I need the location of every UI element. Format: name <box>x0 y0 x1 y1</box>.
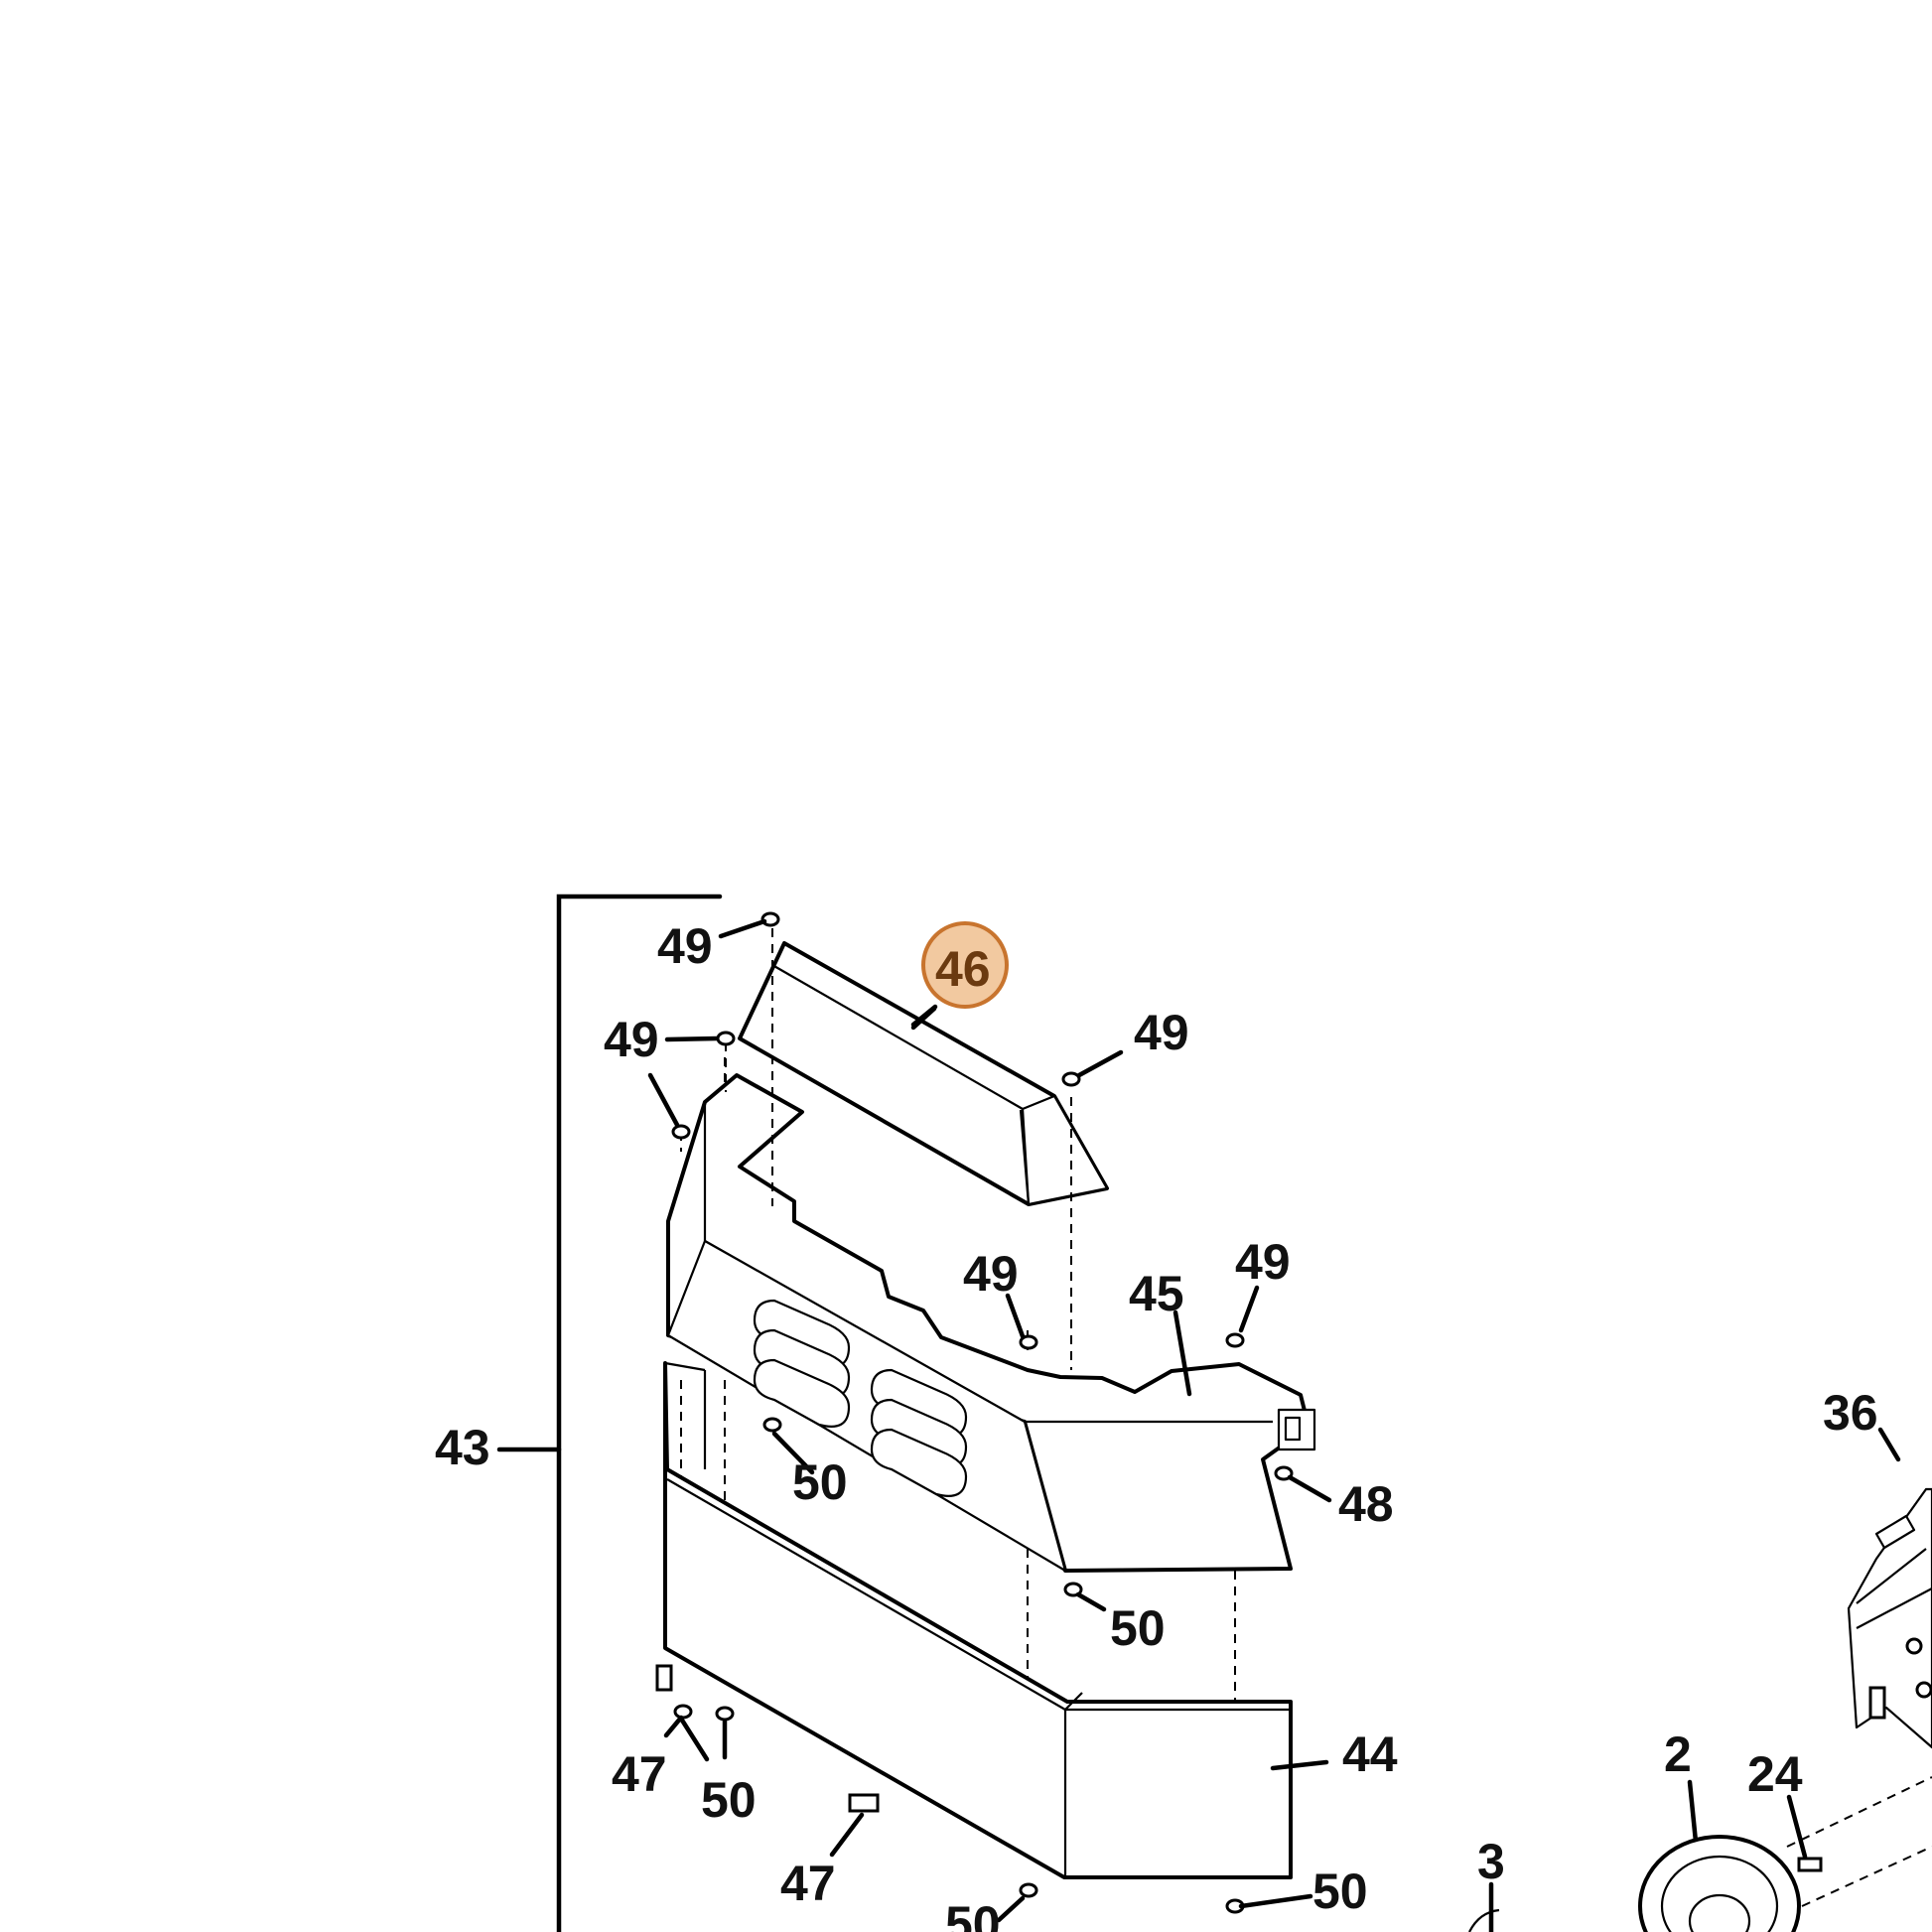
callout-50: 50 <box>1312 1863 1368 1919</box>
fasteners <box>655 911 1294 1914</box>
part-45-main-cover <box>666 1073 1316 1573</box>
callout-45: 45 <box>1129 1266 1184 1321</box>
callout-50: 50 <box>701 1772 757 1828</box>
callout-49: 49 <box>963 1246 1019 1302</box>
callout-24: 24 <box>1747 1746 1803 1802</box>
callout-50: 50 <box>792 1454 848 1510</box>
part-46-top-cover <box>738 941 1109 1206</box>
callout-47: 47 <box>780 1856 836 1911</box>
callout-46-highlight <box>921 921 1009 1009</box>
callout-47: 47 <box>612 1746 667 1802</box>
callout-48: 48 <box>1338 1476 1394 1532</box>
callout-49: 49 <box>1235 1234 1291 1290</box>
callout-labels: 43 49 49 49 49 49 46 45 50 50 48 44 47 5… <box>435 918 1878 1932</box>
callout-46: 46 <box>935 941 991 997</box>
assembly-bracket-43 <box>496 894 723 1932</box>
louvers <box>753 1299 968 1497</box>
callout-36: 36 <box>1823 1385 1878 1441</box>
callout-43: 43 <box>435 1420 490 1475</box>
callout-50: 50 <box>945 1896 1001 1932</box>
callout-49: 49 <box>657 918 713 974</box>
part-44-lower-panel <box>663 1361 1293 1879</box>
callout-3: 3 <box>1477 1834 1505 1889</box>
callout-49: 49 <box>1134 1005 1189 1060</box>
callout-2: 2 <box>1664 1726 1692 1782</box>
callout-49: 49 <box>604 1012 659 1067</box>
right-side-mechanism <box>1468 1487 1932 1932</box>
callout-50: 50 <box>1110 1600 1166 1656</box>
callout-44: 44 <box>1342 1726 1398 1782</box>
